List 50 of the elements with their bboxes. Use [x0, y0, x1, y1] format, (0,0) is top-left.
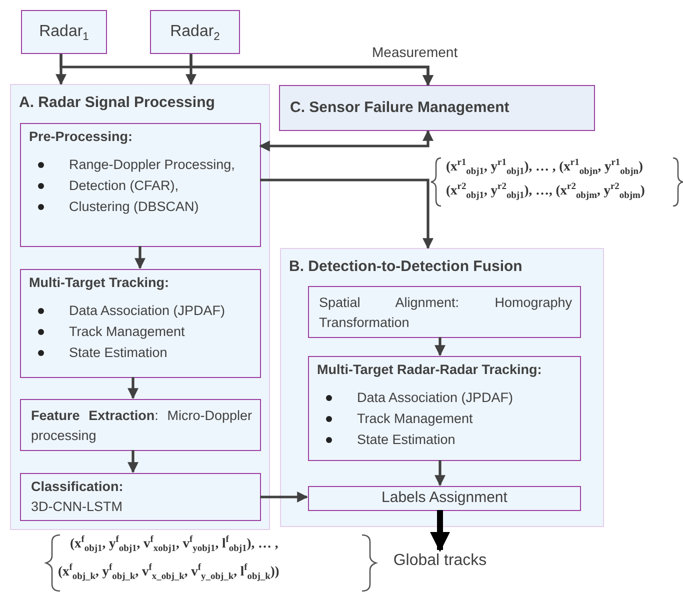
list-item: Data Association (JPDAF) — [69, 303, 226, 318]
formula-text: (x$^{r1}$$_{obj1}$, y$^{r1}$$_{obj1}$), … , (x$^{r1}$$_{objn}$, y$^{r1}$$_{objn}$) — [446, 158, 643, 178]
section-title: A. Radar Signal Processing — [19, 94, 215, 111]
process-box — [20, 123, 261, 247]
box-heading: Multi-Target Tracking: — [29, 274, 170, 292]
process-box — [20, 399, 261, 451]
arrow — [128, 377, 138, 400]
process-box — [20, 269, 261, 378]
process-box — [308, 286, 581, 338]
list-item: Detection (CFAR), — [69, 178, 179, 193]
box-label: Labels Assignment — [380, 488, 508, 508]
box-text: 3D-CNN-LSTM — [31, 498, 123, 515]
process-box — [21, 10, 107, 54]
process-box — [20, 473, 261, 521]
list-item: State Estimation — [69, 345, 168, 360]
arrow — [434, 337, 446, 356]
process-box — [279, 85, 595, 131]
process-box — [150, 10, 240, 54]
arrow — [134, 246, 146, 270]
section-title: C. Sensor Failure Management — [290, 99, 510, 116]
list-item: Data Association (JPDAF) — [357, 390, 514, 405]
box-label: Radar$_{1}$ — [38, 22, 90, 45]
list-item: State Estimation — [357, 432, 456, 447]
list-item: Range-Doppler Processing, — [69, 157, 235, 172]
section-title: B. Detection-to-Detection Fusion — [289, 258, 522, 275]
edge-label: Measurement — [370, 44, 460, 60]
list-item: Track Management — [69, 324, 185, 339]
box-heading: Classification: — [31, 478, 124, 495]
list-item: Track Management — [357, 411, 473, 426]
formula-text: (x$^{f}$$_{obj_k}$, y$^{f}$$_{obj_k}$, v$^{f}$$_{x_obj_k}$, v$^{f}$$_{y_obj_k}$, l$^{f}$$_{obj_k}$)) — [58, 563, 280, 582]
process-box — [308, 486, 581, 511]
box-text: Spatial Alignment: Homography Transformation — [319, 294, 572, 332]
formula-text: (x$^{f}$$_{obj1}$, y$^{f}$$_{obj1}$, v$^{f}$$_{xobj1}$, v$^{f}$$_{yobj1}$, l$^{f}$$_{obj1}$), … , — [70, 535, 278, 554]
box-text: Feature Extraction: Micro-Doppler processing — [31, 407, 252, 445]
box-heading: Pre-Processing: — [29, 128, 134, 146]
box-heading: Multi-Target Radar-Radar Tracking: — [317, 361, 543, 379]
arrow — [430, 510, 450, 552]
arrow — [260, 178, 434, 250]
arrow — [258, 130, 434, 152]
formula-text: (x$^{r2}$$_{obj1}$, y$^{r2}$$_{obj1}$), …, (x$^{r2}$$_{objm}$, y$^{r2}$$_{objm}$) — [446, 182, 645, 202]
arrow — [434, 460, 446, 486]
arrow — [260, 492, 308, 502]
output-text: Global tracks — [385, 550, 495, 572]
arrow — [128, 450, 138, 474]
section-panel — [10, 84, 270, 530]
arrow — [190, 54, 434, 86]
section-panel — [280, 248, 604, 527]
process-box — [308, 356, 581, 461]
list-item: Clustering (DBSCAN) — [69, 199, 199, 214]
box-label: Radar$_{2}$ — [169, 22, 221, 45]
